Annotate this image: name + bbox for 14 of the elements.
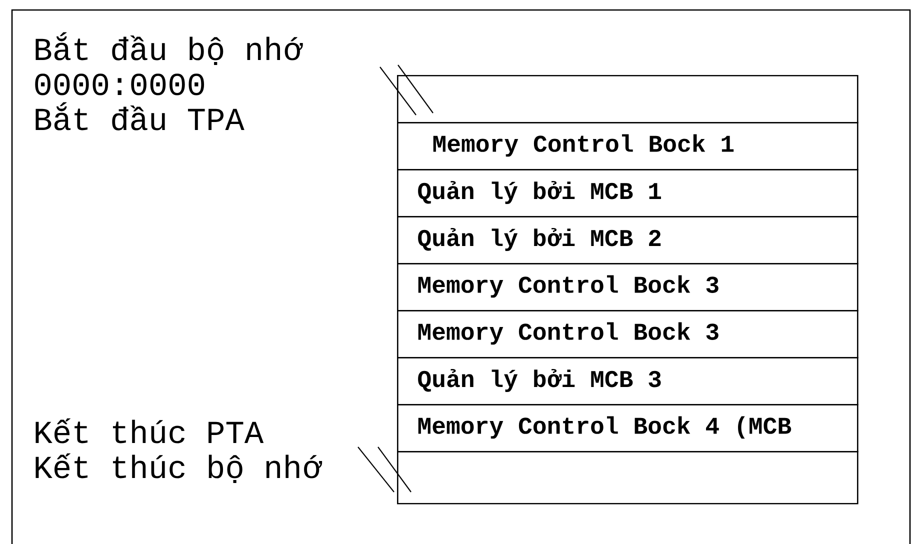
memory-block-row: Memory Control Bock 1 <box>397 122 858 170</box>
memory-address-label: Bắt đầu TPA <box>36 102 244 130</box>
memory-block-row: Memory Control Bock 3 <box>397 263 858 312</box>
memory-block-row: Memory Control Bock 4 (MCB <box>397 404 858 452</box>
memory-block-row: Quản lý bởi MCB 3 <box>397 357 858 406</box>
memory-block-row: Memory Control Bock 3 <box>397 310 858 358</box>
memory-address-label: Kết thúc PTA <box>36 418 264 444</box>
memory-address-label: Bắt đầu bộ nhớ <box>36 32 303 65</box>
memory-address-label: 0000:0000 <box>35 74 204 96</box>
memory-block-row: Quản lý bởi MCB 1 <box>397 169 858 218</box>
empty-memory-block <box>397 451 858 504</box>
empty-memory-block <box>397 75 858 124</box>
memory-block-row: Quản lý bởi MCB 2 <box>397 216 858 264</box>
memory-address-label: Kết thúc bộ nhớ <box>36 453 322 483</box>
